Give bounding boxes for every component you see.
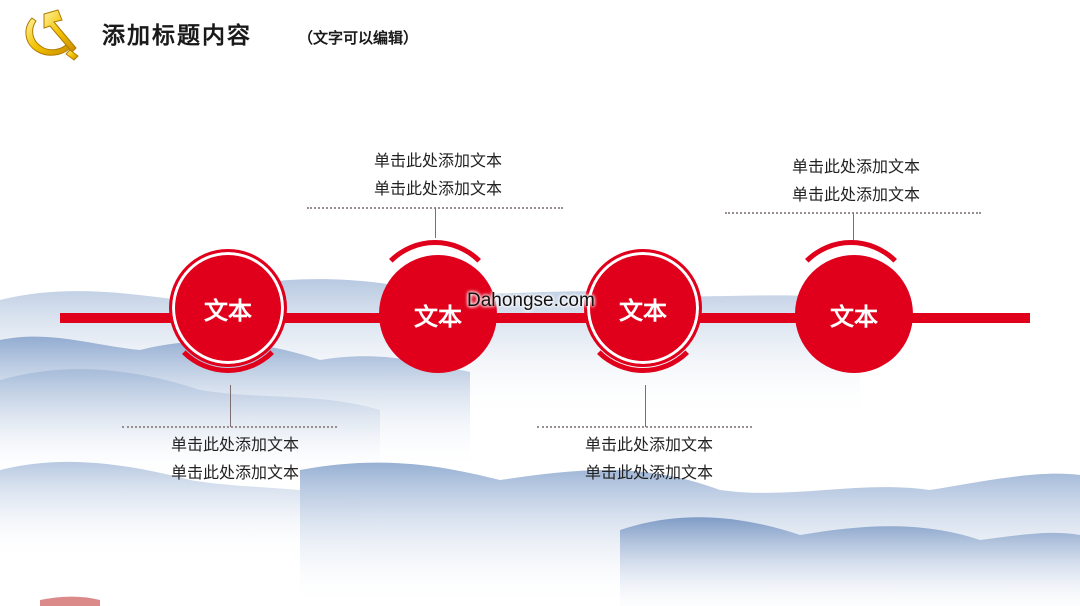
watermark-text: Dahongse.com — [467, 290, 595, 311]
connector-line — [230, 385, 231, 427]
text-line: 单击此处添加文本 — [373, 151, 502, 170]
timeline-bar — [60, 313, 1030, 323]
text-block-1[interactable]: 单击此处添加文本 单击此处添加文本 — [115, 431, 355, 487]
text-block-4[interactable]: 单击此处添加文本 单击此处添加文本 — [736, 153, 976, 209]
text-line: 单击此处添加文本 — [791, 157, 920, 176]
dotted-divider — [537, 426, 752, 428]
node-ring-arc — [163, 243, 293, 373]
text-line: 单击此处添加文本 — [791, 185, 920, 204]
text-line: 单击此处添加文本 — [170, 463, 299, 482]
text-block-3[interactable]: 单击此处添加文本 单击此处添加文本 — [529, 431, 769, 487]
page-title: 添加标题内容 — [102, 23, 252, 49]
node-ring-arc — [370, 240, 500, 370]
node-ring-arc — [578, 243, 708, 373]
dotted-divider — [122, 426, 337, 428]
text-line: 单击此处添加文本 — [170, 435, 299, 454]
text-line: 单击此处添加文本 — [584, 435, 713, 454]
timeline-node-3[interactable]: 文本 — [584, 249, 702, 367]
page-subtitle: （文字可以编辑） — [298, 29, 419, 47]
party-emblem-icon — [25, 9, 79, 61]
text-line: 单击此处添加文本 — [584, 463, 713, 482]
slide-header: 添加标题内容 （文字可以编辑） — [0, 0, 1080, 80]
connector-line — [645, 385, 646, 427]
timeline-node-1[interactable]: 文本 — [169, 249, 287, 367]
timeline-node-2[interactable]: 文本 — [379, 255, 497, 373]
text-block-2[interactable]: 单击此处添加文本 单击此处添加文本 — [318, 147, 558, 203]
connector-line — [853, 213, 854, 242]
text-line: 单击此处添加文本 — [373, 179, 502, 198]
timeline-node-4[interactable]: 文本 — [795, 255, 913, 373]
connector-line — [435, 208, 436, 238]
node-ring-arc — [786, 240, 916, 370]
